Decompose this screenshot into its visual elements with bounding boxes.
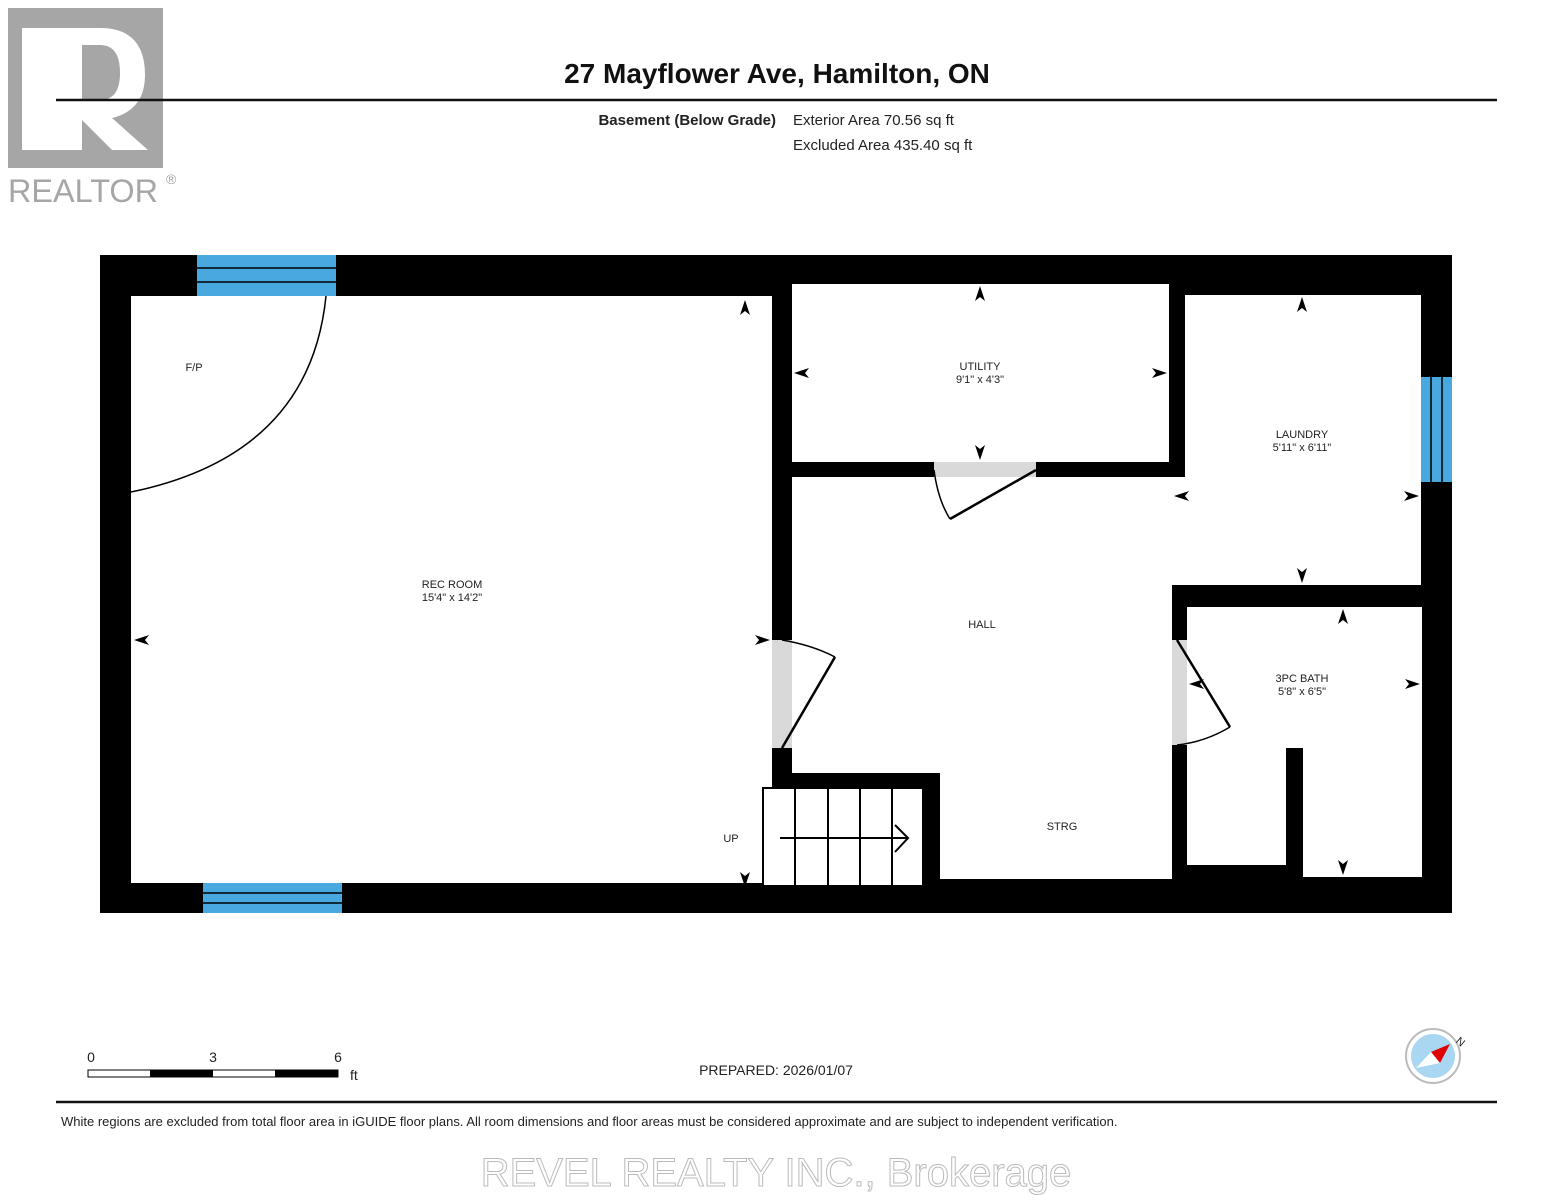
excluded-area: Excluded Area 435.40 sq ft [793, 137, 973, 154]
stairs [762, 787, 924, 887]
storage-label: STRG [1047, 821, 1078, 833]
utility-area [792, 284, 1169, 462]
realtor-logo-text: REALTOR [8, 173, 158, 209]
utility-dims: 9'1" x 4'3" [956, 374, 1004, 386]
bath-dims: 5'8" x 6'5" [1278, 686, 1326, 698]
doors [130, 295, 1232, 749]
bath-ledge [1187, 865, 1286, 880]
window-top [197, 255, 336, 296]
utility-label: UTILITY [960, 361, 1002, 373]
window-laundry [1421, 377, 1452, 482]
watermark: REVEL REALTY INC., Brokerage [481, 1151, 1072, 1195]
door-bath [1172, 640, 1187, 745]
laundry-label: LAUNDRY [1276, 429, 1329, 441]
fireplace-label: F/P [185, 362, 202, 374]
fireplace-arc [130, 295, 327, 493]
scale-tick-3: 3 [209, 1049, 217, 1065]
scale-unit: ft [350, 1067, 358, 1083]
hall-label: HALL [968, 619, 996, 631]
storage-area [940, 700, 1172, 879]
disclaimer: White regions are excluded from total fl… [61, 1114, 1117, 1129]
realtor-logo-mark: ® [166, 171, 177, 187]
scale-tick-6: 6 [334, 1049, 342, 1065]
exterior-area: Exterior Area 70.56 sq ft [793, 112, 955, 129]
window-bottom [203, 883, 342, 913]
rec-room-label: REC ROOM [422, 579, 483, 591]
door-utility [934, 462, 1036, 477]
rec-room-area [131, 296, 772, 883]
bath-label: 3PC BATH [1276, 673, 1329, 685]
scale-tick-0: 0 [87, 1049, 95, 1065]
bath-area [1187, 607, 1422, 877]
scale-bar: 0 3 6 ft [87, 1049, 358, 1083]
dimension-arrows [134, 286, 1420, 887]
floor-plan: REC ROOM 15'4" x 14'2" UTILITY 9'1" x 4'… [100, 255, 1452, 913]
level-label: Basement (Below Grade) [598, 112, 776, 129]
bath-partition [1286, 748, 1303, 883]
stairs-up-label: UP [723, 833, 738, 845]
compass-icon: N [1405, 1028, 1467, 1084]
windows [197, 255, 1452, 913]
page-title: 27 Mayflower Ave, Hamilton, ON [564, 58, 990, 89]
rec-room-dims: 15'4" x 14'2" [422, 592, 482, 604]
prepared-date: PREPARED: 2026/01/07 [699, 1062, 853, 1078]
door-rec-room [772, 640, 792, 748]
laundry-dims: 5'11" x 6'11" [1273, 442, 1332, 454]
realtor-logo: REALTOR ® [8, 8, 177, 209]
